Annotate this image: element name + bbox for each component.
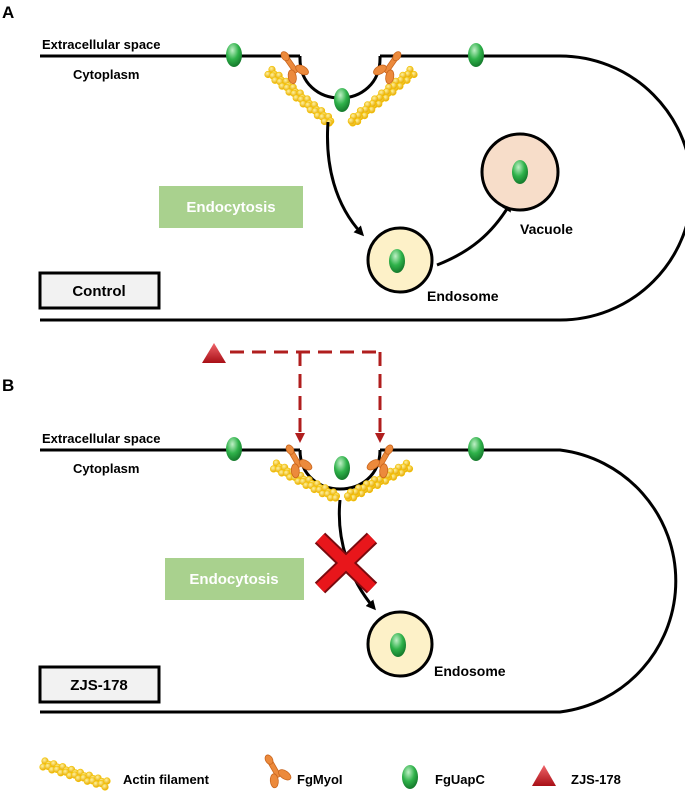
legend-fguapc-icon xyxy=(402,765,418,789)
inhibitor-dashed-line-b xyxy=(230,350,382,435)
actin-bead xyxy=(343,492,352,500)
legend-fguapc-label: FgUapC xyxy=(435,772,485,787)
extracellular-label-b: Extracellular space xyxy=(42,431,161,446)
legend-zjs178-icon xyxy=(532,765,556,786)
legend-actin-icon xyxy=(39,757,111,791)
condition-label-b: ZJS-178 xyxy=(70,677,128,694)
condition-box-b xyxy=(38,665,161,704)
legend-fgmyoi-label: FgMyoI xyxy=(297,772,343,787)
actin-bead xyxy=(347,117,355,125)
fgmyoi-part xyxy=(295,64,309,76)
fgmyoi-part xyxy=(264,754,274,765)
panel-a: A Extracellular space Cytoplasm Endocyto… xyxy=(2,3,685,322)
fgmyoi-part xyxy=(269,773,279,789)
cell-membrane-b xyxy=(40,448,678,714)
panel-a-letter: A xyxy=(2,3,14,22)
fguapc-b-1 xyxy=(226,437,242,461)
panel-b: B Extracellular space Cytoplasm Endocyto… xyxy=(2,343,678,714)
actin-bead xyxy=(103,777,111,785)
legend: Actin filament FgMyoI FgUapC ZJS-178 xyxy=(39,754,621,791)
fgmyoi-part xyxy=(285,444,295,455)
legend-actin-label: Actin filament xyxy=(123,772,210,787)
panel-b-letter: B xyxy=(2,376,14,395)
fgmyoi-a-left xyxy=(280,51,309,85)
fguapc-b-pit xyxy=(334,456,350,480)
endocytosis-label-a: Endocytosis xyxy=(186,199,275,216)
fguapc-b-2 xyxy=(468,437,484,461)
condition-label-a: Control xyxy=(72,283,125,300)
fgmyoi-part xyxy=(392,51,402,62)
fgmyoi-b-right xyxy=(366,444,394,479)
actin-bead xyxy=(101,783,109,791)
legend-fgmyoi-icon xyxy=(264,754,292,789)
zjs178-triangle-b xyxy=(202,343,226,363)
fgmyoi-part xyxy=(280,51,290,62)
actin-bead xyxy=(331,494,340,502)
extracellular-label-a: Extracellular space xyxy=(42,37,161,52)
arrow-pit-to-endosome-a xyxy=(326,121,365,237)
fguapc-a-2 xyxy=(468,43,484,67)
fgmyoi-part xyxy=(278,769,292,781)
actin-filament-a-right xyxy=(347,65,418,127)
cytoplasm-label-b: Cytoplasm xyxy=(73,461,139,476)
fgmyoi-part xyxy=(299,459,313,471)
fgmyoi-part xyxy=(366,459,380,471)
legend-zjs178-label: ZJS-178 xyxy=(571,772,621,787)
vacuole-label-a: Vacuole xyxy=(520,221,573,237)
endocytosis-box-b xyxy=(165,558,304,600)
block-cross-icon xyxy=(314,532,378,594)
cytoplasm-label-a: Cytoplasm xyxy=(73,67,139,82)
fguapc-b-endosome xyxy=(390,633,406,657)
fgmyoi-a-right xyxy=(373,51,402,85)
fgmyoi-part xyxy=(373,64,387,76)
fguapc-a-endosome xyxy=(389,249,405,273)
endosome-label-a: Endosome xyxy=(427,288,499,304)
endosome-label-b: Endosome xyxy=(434,663,506,679)
endocytosis-label-b: Endocytosis xyxy=(189,571,278,588)
fguapc-a-vacuole xyxy=(512,160,528,184)
fgmyoi-part xyxy=(379,463,389,479)
fguapc-a-pit xyxy=(334,88,350,112)
fguapc-a-1 xyxy=(226,43,242,67)
fgmyoi-b-left xyxy=(285,444,313,479)
endocytosis-box-a xyxy=(159,186,303,228)
actin-filament-b-right xyxy=(343,459,414,502)
actin-filament-a-left xyxy=(264,65,335,127)
arrow-endosome-to-vacuole-a xyxy=(436,201,512,267)
cell-membrane-a xyxy=(40,54,685,322)
condition-box-a xyxy=(38,271,161,310)
fgmyoi-part xyxy=(385,69,395,85)
fgmyoi-part xyxy=(287,69,297,85)
fgmyoi-part xyxy=(384,444,394,455)
fgmyoi-part xyxy=(290,463,300,479)
